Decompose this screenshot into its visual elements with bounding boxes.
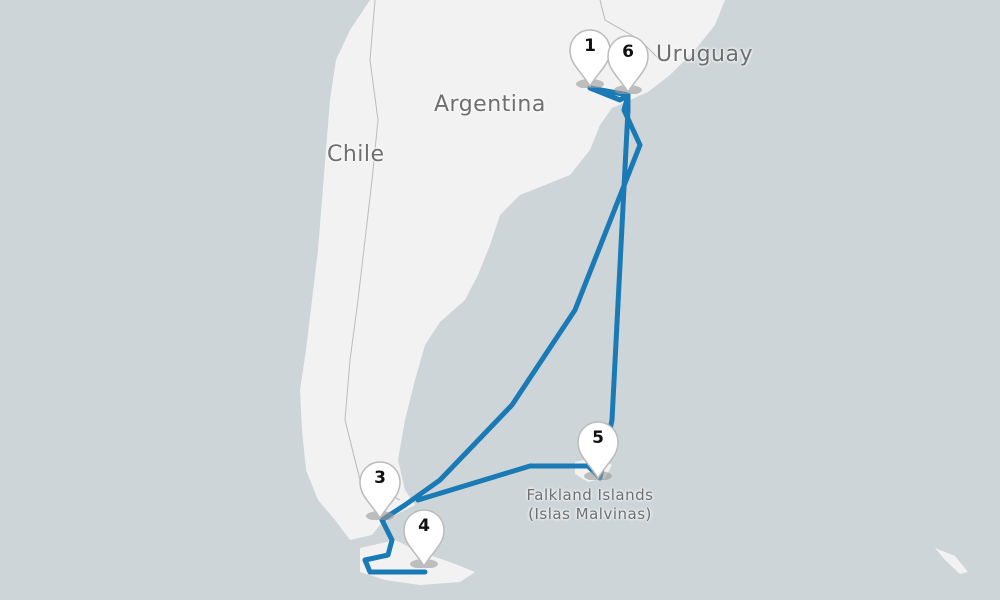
marker-3[interactable]: 3 <box>358 460 402 520</box>
pin-icon <box>403 509 445 568</box>
marker-label: 6 <box>622 42 634 62</box>
marker-label: 1 <box>584 36 596 56</box>
land-south-georgia <box>935 548 968 574</box>
marker-label: 3 <box>374 468 386 488</box>
marker-label: 5 <box>592 428 604 448</box>
pin-icon <box>577 421 619 480</box>
label-chile: Chile <box>327 142 385 167</box>
label-falklands: Falkland Islands (Islas Malvinas) <box>526 486 654 523</box>
label-argentina: Argentina <box>434 92 546 117</box>
label-uruguay: Uruguay <box>656 42 753 67</box>
pin-icon <box>607 35 649 94</box>
marker-label: 4 <box>418 516 430 536</box>
route-line-north <box>587 85 631 103</box>
marker-5[interactable]: 5 <box>576 420 620 480</box>
border-lines <box>344 0 661 501</box>
pin-icon <box>359 461 401 520</box>
marker-1[interactable]: 1 <box>568 28 612 88</box>
pin-icon <box>569 29 611 88</box>
marker-6[interactable]: 6 <box>606 34 650 94</box>
marker-4[interactable]: 4 <box>402 508 446 568</box>
land-south-america <box>300 0 725 540</box>
